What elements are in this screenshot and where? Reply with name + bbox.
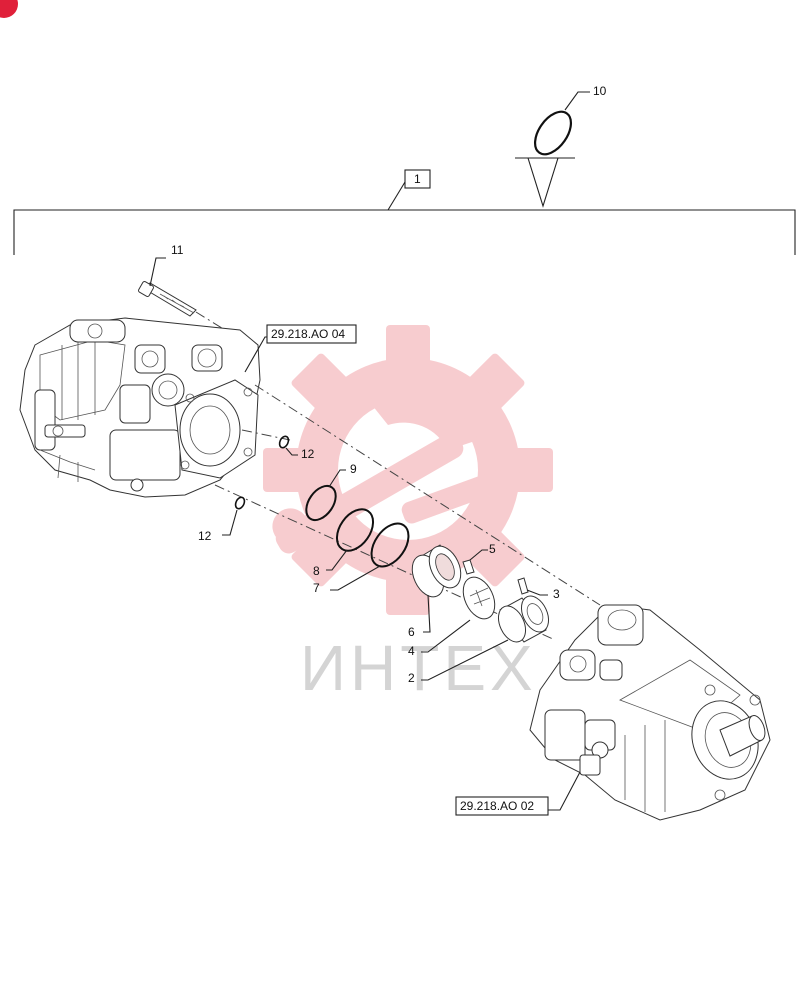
callout-5-leader	[469, 549, 488, 561]
callout-9-leader	[328, 469, 346, 488]
callout-3-leader	[526, 589, 548, 596]
ref-top-link[interactable]: 29.218.AO 04	[271, 327, 345, 341]
watermark-gear-icon	[263, 325, 553, 615]
o-ring-12-lower	[234, 496, 246, 510]
callout-11-leader	[149, 257, 166, 287]
o-ring-9	[305, 484, 337, 522]
callout-7: 7	[313, 581, 320, 595]
callout-8: 8	[313, 564, 320, 578]
callout-3: 3	[553, 587, 560, 601]
callout-8-leader	[326, 549, 348, 571]
ref-bottom-link[interactable]: 29.218.AO 02	[460, 799, 534, 813]
axis-line-lower	[214, 484, 556, 641]
callout-5: 5	[489, 542, 496, 556]
callout-6: 6	[408, 625, 415, 639]
callout-2-leader	[421, 639, 509, 681]
callout-12a-leader	[285, 447, 298, 456]
callout-12-lower: 12	[198, 529, 212, 543]
callout-1-leader	[387, 181, 406, 211]
callout-11: 11	[171, 243, 184, 257]
ref-bottom-leader	[548, 771, 581, 811]
callout-12-upper: 12	[301, 447, 315, 461]
ref-bottom-box[interactable]	[455, 796, 549, 816]
front-pump-assembly	[19, 317, 261, 498]
rear-pump-assembly	[529, 604, 771, 821]
corner-marker-icon	[0, 0, 18, 18]
callout-1: 1	[414, 172, 421, 186]
o-ring-8	[335, 508, 375, 552]
drive-plate-4	[462, 576, 496, 620]
callout-4-leader	[421, 619, 471, 653]
pin-5	[462, 559, 475, 575]
pin-3	[517, 577, 529, 595]
o-ring-12-upper	[278, 435, 290, 449]
callout-6-leader	[423, 594, 431, 633]
callout-10: 10	[593, 84, 607, 98]
callout-2: 2	[408, 671, 415, 685]
callout-1-box	[404, 169, 431, 189]
watermark-text: ИНТЕХ	[300, 632, 537, 704]
o-ring-7	[370, 522, 410, 568]
callout-9: 9	[350, 462, 357, 476]
callout-4: 4	[408, 644, 415, 658]
axis-line-upper	[254, 384, 601, 606]
o-ring-10	[533, 110, 573, 156]
callout-7-leader	[330, 565, 381, 591]
coupling-sleeve-2	[497, 595, 550, 643]
assembly-bracket	[13, 209, 796, 255]
ref-top-box[interactable]	[266, 324, 357, 344]
callout-10-leader	[564, 91, 590, 111]
callout-12b-leader	[222, 509, 238, 536]
bearing-6	[411, 544, 462, 598]
ring-10-pointer	[515, 157, 575, 208]
